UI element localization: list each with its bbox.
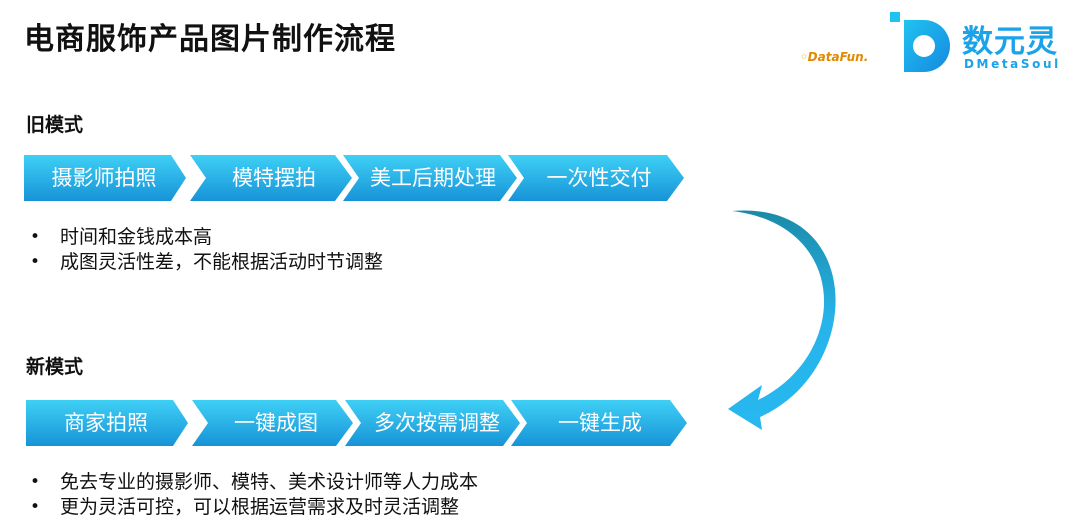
new-step-4-label: 一键生成	[558, 411, 642, 435]
new-step-4-arrow	[511, 400, 687, 446]
new-step-3-arrow	[345, 400, 520, 446]
new-step-1-arrow	[26, 400, 188, 446]
old-step-4-arrow	[508, 155, 684, 201]
brand-subtitle: DMetaSoul	[964, 57, 1061, 71]
page-title: 电商服饰产品图片制作流程	[24, 22, 396, 57]
old-bullet-1: 时间和金钱成本高	[30, 225, 383, 250]
new-step-2-label: 一键成图	[234, 411, 318, 435]
new-bullet-2: 更为灵活可控，可以根据运营需求及时灵活调整	[30, 495, 478, 520]
transition-curved-arrow-icon	[728, 210, 836, 430]
old-step-3-label: 美工后期处理	[370, 166, 496, 190]
new-step-3-label: 多次按需调整	[374, 411, 500, 435]
old-mode-bullets: 时间和金钱成本高 成图灵活性差，不能根据活动时节调整	[30, 225, 383, 275]
old-step-4-label: 一次性交付	[546, 166, 652, 190]
new-mode-title: 新模式	[26, 356, 84, 378]
datafun-logo: ◦DataFun.	[800, 50, 869, 64]
old-step-1-arrow	[24, 155, 186, 201]
old-step-2-label: 模特摆拍	[232, 166, 316, 190]
dmetasoul-logo-icon	[890, 12, 950, 72]
brand-name: 数元灵	[962, 24, 1058, 60]
new-step-2-arrow	[192, 400, 353, 446]
old-step-3-arrow	[343, 155, 517, 201]
new-step-1-label: 商家拍照	[64, 411, 148, 435]
old-mode-title: 旧模式	[26, 114, 84, 136]
old-bullet-2: 成图灵活性差，不能根据活动时节调整	[30, 250, 383, 275]
new-bullet-1: 免去专业的摄影师、模特、美术设计师等人力成本	[30, 470, 478, 495]
old-step-2-arrow	[190, 155, 352, 201]
old-step-1-label: 摄影师拍照	[51, 166, 157, 190]
new-mode-bullets: 免去专业的摄影师、模特、美术设计师等人力成本 更为灵活可控，可以根据运营需求及时…	[30, 470, 478, 520]
